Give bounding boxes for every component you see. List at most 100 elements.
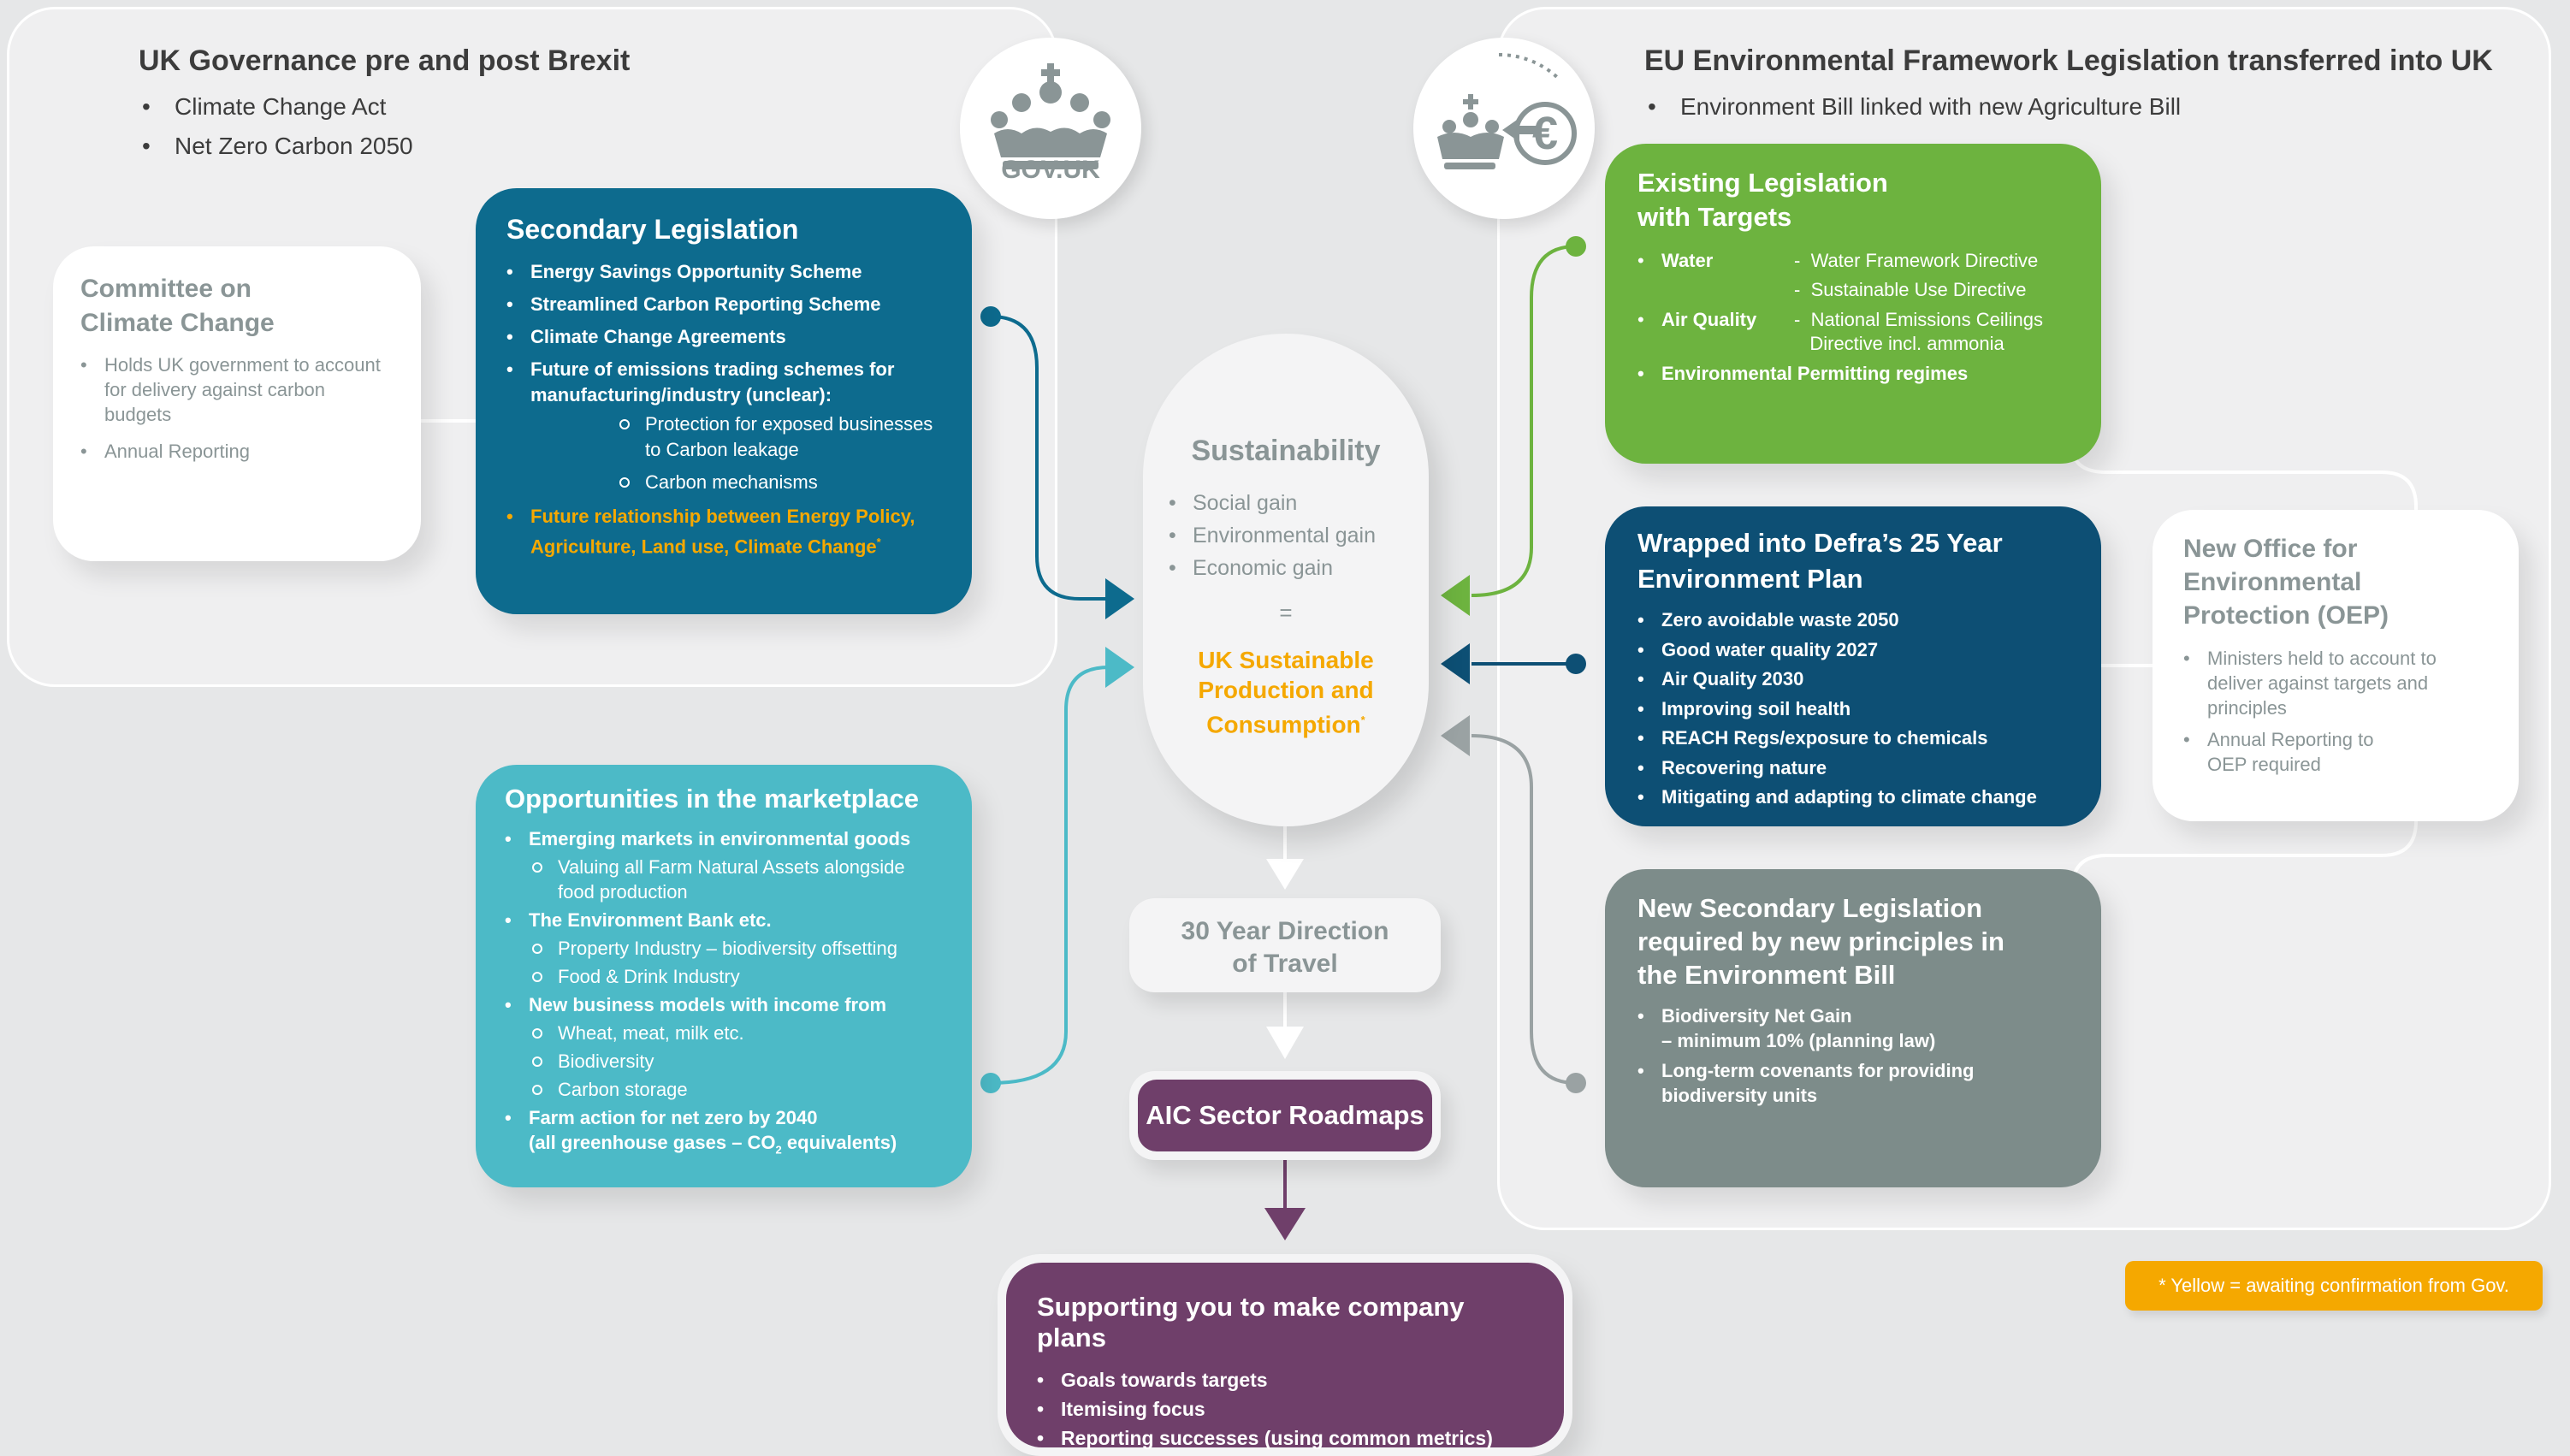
list-item: Reporting successes (using common metric…: [1037, 1423, 1533, 1453]
list-item: Emerging markets in environmental goods …: [505, 826, 943, 904]
sub-list-item: Protection for exposed businesses to Car…: [616, 411, 941, 463]
sub-list-item: Food & Drink Industry: [529, 964, 943, 989]
sustainability-title: Sustainability: [1191, 435, 1381, 467]
oep-title-line1: New Office for: [2183, 535, 2358, 563]
sustainability-pill: Sustainability Social gain Environmental…: [1143, 334, 1429, 826]
equals-sign: =: [1279, 600, 1293, 625]
list-item: Recovering nature: [1637, 754, 2069, 784]
yellow-legend: * Yellow = awaiting confirmation from Go…: [2125, 1261, 2543, 1311]
uk-panel-title: UK Governance pre and post Brexit: [139, 44, 631, 77]
secondary-title: Secondary Legislation: [506, 214, 799, 245]
list-item-line1: Annual Reporting to: [2207, 729, 2374, 750]
defra-plan-box: Wrapped into Defra’s 25 Year Environment…: [1605, 506, 2101, 826]
result-line1: UK Sustainable: [1198, 647, 1374, 673]
oep-title-line2: Environmental: [2183, 568, 2362, 596]
roadmaps-label: AIC Sector Roadmaps: [1146, 1100, 1424, 1130]
air-item: Air Quality - National Emissions Ceiling…: [1637, 308, 2069, 356]
list-item: Improving soil health: [1637, 695, 2069, 725]
new-secondary-legislation-box: New Secondary Legislation required by ne…: [1605, 869, 2101, 1187]
list-item: Farm action for net zero by 2040 (all gr…: [505, 1105, 943, 1162]
list-item: Environment Bill linked with new Agricul…: [1644, 93, 2493, 121]
supporting-inner: Supporting you to make company plans Goa…: [1006, 1263, 1564, 1453]
list-item: Future of emissions trading schemes for …: [506, 357, 941, 495]
list-item: The Environment Bank etc. Property Indus…: [505, 908, 943, 989]
sub-list-item: Carbon storage: [529, 1077, 943, 1102]
dash: -: [1794, 279, 1801, 300]
eu-panel-title: EU Environmental Framework Legislation t…: [1644, 44, 2493, 77]
legend-text: * Yellow = awaiting confirmation from Go…: [2158, 1275, 2509, 1296]
asterisk: *: [876, 536, 881, 548]
defra-title-line1: Wrapped into Defra’s 25 Year: [1637, 528, 2003, 558]
direction-box: 30 Year Direction of Travel: [1129, 898, 1441, 992]
water-key: Water: [1661, 250, 1714, 271]
oep-title-line3: Protection (OEP): [2183, 601, 2389, 630]
roadmaps-box: AIC Sector Roadmaps: [1129, 1071, 1441, 1160]
list-item-line2: OEP required: [2207, 754, 2321, 775]
water-value-1: Water Framework Directive: [1810, 250, 2039, 271]
dash: -: [1794, 250, 1801, 271]
list-item: New business models with income from Whe…: [505, 992, 943, 1102]
list-item: Zero avoidable waste 2050: [1637, 606, 2069, 636]
defra-title-line2: Environment Plan: [1637, 564, 1863, 594]
list-item: Environmental gain: [1169, 519, 1429, 552]
result-line2: Production and: [1198, 677, 1374, 703]
air-value-line2: Directive incl. ammonia: [1809, 333, 2004, 354]
opportunities-title: Opportunities in the marketplace: [505, 784, 920, 814]
list-item: Social gain: [1169, 487, 1429, 519]
list-item-text: Future relationship between Energy Polic…: [530, 506, 915, 558]
list-item: Itemising focus: [1037, 1394, 1533, 1423]
crown-icon: [991, 63, 1110, 169]
dash: -: [1794, 309, 1801, 330]
result-line3: Consumption: [1206, 711, 1361, 738]
list-item: Goals towards targets: [1037, 1365, 1533, 1394]
sub-list-item: Valuing all Farm Natural Assets alongsid…: [529, 855, 943, 904]
list-item-line2-end: equivalents): [781, 1132, 897, 1153]
direction-line2: of Travel: [1232, 950, 1338, 978]
committee-title-line1: Committee on: [80, 275, 252, 303]
permitting-item: Environmental Permitting regimes: [1637, 359, 2069, 388]
list-item-line1: Biodiversity Net Gain: [1661, 1005, 1852, 1027]
list-item-line2: (all greenhouse gases – CO: [529, 1132, 776, 1153]
water-value-2: Sustainable Use Directive: [1810, 279, 2027, 300]
list-item: Streamlined Carbon Reporting Scheme: [506, 292, 941, 317]
oep-box: New Office for Environmental Protection …: [2153, 510, 2519, 821]
supporting-title: Supporting you to make company plans: [1037, 1292, 1465, 1352]
list-item: Good water quality 2027: [1637, 636, 2069, 666]
supporting-box: Supporting you to make company plans Goa…: [998, 1254, 1572, 1456]
list-item: Energy Savings Opportunity Scheme: [506, 259, 941, 285]
list-item: Climate Change Act: [139, 93, 630, 121]
existing-title-line1: Existing Legislation: [1637, 168, 1888, 198]
list-item-text: Future of emissions trading schemes for …: [530, 358, 895, 405]
list-item-text: Emerging markets in environmental goods: [529, 828, 911, 849]
eu-header: EU Environmental Framework Legislation t…: [1644, 44, 2493, 133]
sustainability-result: UK Sustainable Production and Consumptio…: [1143, 645, 1429, 739]
gov-uk-logo: GOV.UK: [960, 38, 1141, 219]
existing-legislation-box: Existing Legislation with Targets Water …: [1605, 144, 2101, 464]
euro-symbol: €: [1531, 108, 1559, 159]
list-item: Annual Reporting: [80, 439, 394, 464]
subscript: 2: [775, 1143, 782, 1157]
list-item: Ministers held to account to deliver aga…: [2183, 646, 2488, 720]
new-secondary-title-line2: required by new principles in: [1637, 926, 2004, 956]
list-item: Climate Change Agreements: [506, 324, 941, 350]
committee-title-line2: Climate Change: [80, 309, 275, 337]
secondary-legislation-box: Secondary Legislation Energy Savings Opp…: [476, 188, 972, 614]
uk-header: UK Governance pre and post Brexit Climat…: [139, 44, 630, 172]
roadmaps-pill: AIC Sector Roadmaps: [1138, 1080, 1432, 1151]
air-value-line1: National Emissions Ceilings: [1810, 309, 2044, 330]
list-item: Holds UK government to account for deliv…: [80, 352, 394, 427]
asterisk: *: [1360, 713, 1365, 726]
list-item: REACH Regs/exposure to chemicals: [1637, 724, 2069, 754]
eu-uk-logo: €: [1413, 38, 1595, 219]
new-secondary-title-line3: the Environment Bill: [1637, 960, 1896, 990]
sub-list-item: Biodiversity: [529, 1049, 943, 1074]
sub-list-item: Property Industry – biodiversity offsett…: [529, 936, 943, 961]
list-item-line2: – minimum 10% (planning law): [1661, 1030, 1936, 1051]
existing-title-line2: with Targets: [1637, 202, 1792, 232]
new-secondary-title-line1: New Secondary Legislation: [1637, 893, 1983, 923]
list-item: Economic gain: [1169, 552, 1429, 584]
opportunities-box: Opportunities in the marketplace Emergin…: [476, 765, 972, 1187]
sub-list-item: Carbon mechanisms: [616, 470, 941, 495]
list-item: Biodiversity Net Gain – minimum 10% (pla…: [1637, 1003, 2069, 1053]
sub-list-item: Wheat, meat, milk etc.: [529, 1021, 943, 1045]
